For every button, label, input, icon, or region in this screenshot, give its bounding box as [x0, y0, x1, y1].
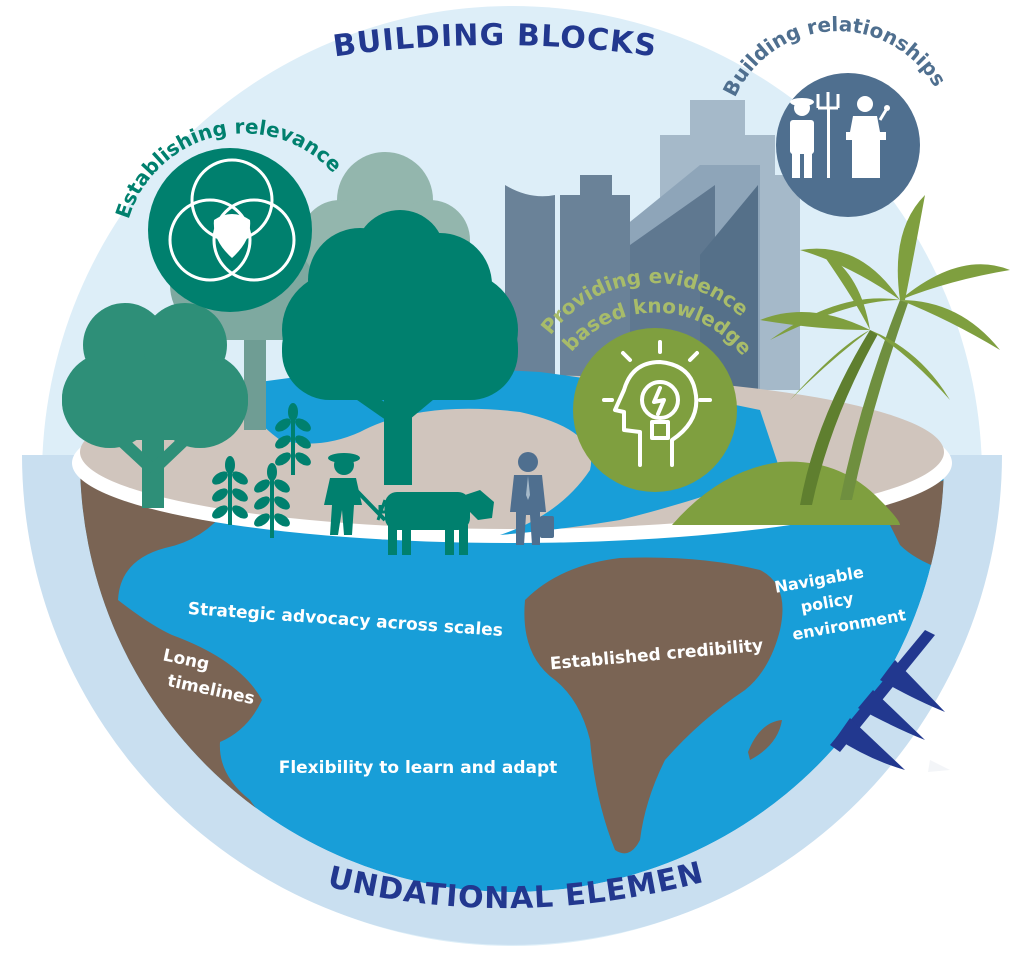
flexibility-label: Flexibility to learn and adapt [279, 758, 558, 778]
island [748, 720, 782, 760]
venn-diagram-icon [168, 158, 296, 282]
farmer-icon [790, 92, 840, 178]
continent-east [880, 480, 944, 570]
wheat-icon [212, 403, 311, 538]
businessman-icon [510, 452, 554, 545]
cow-icon [376, 490, 494, 555]
providing-evidence-badge [573, 328, 737, 492]
tree-front [282, 210, 518, 485]
tree-left [62, 303, 248, 508]
palm-trees [760, 195, 1010, 505]
continent-right [524, 557, 783, 854]
speaker-podium-icon [846, 96, 890, 178]
establishing-relevance-badge [148, 148, 312, 312]
building-relationships-badge [776, 73, 920, 217]
green-hill [672, 461, 900, 525]
lightbulb-head-icon [602, 340, 712, 467]
globe [80, 460, 944, 892]
sailboat-icon [830, 630, 950, 772]
